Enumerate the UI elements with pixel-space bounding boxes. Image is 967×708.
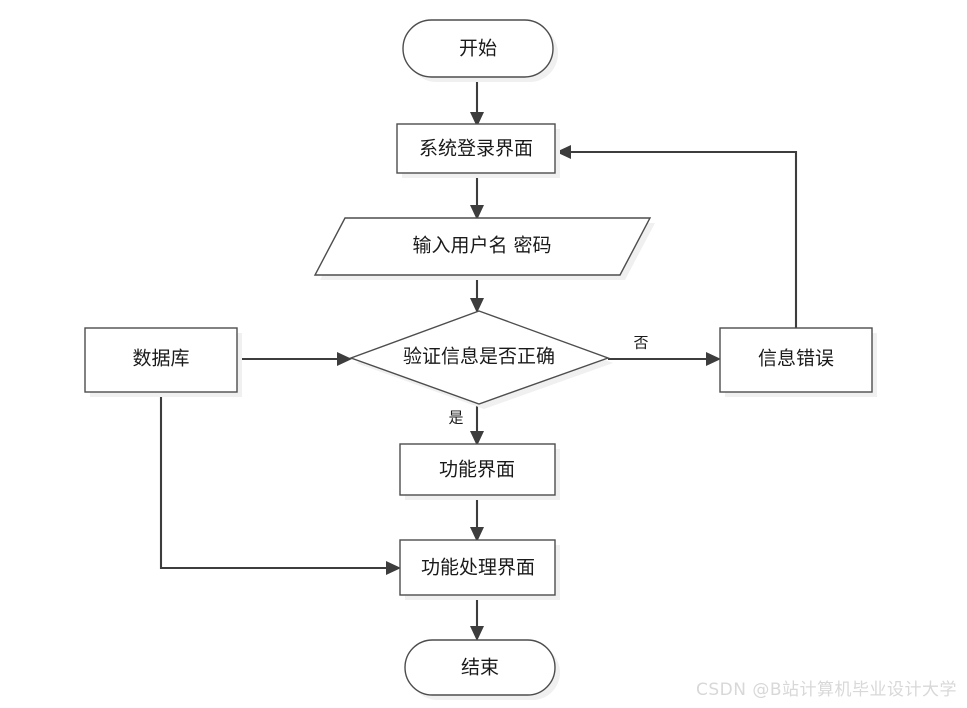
edge-database-to-verify [238, 352, 352, 366]
edge-database-to-process [159, 392, 401, 575]
edge-login-to-input [470, 173, 484, 220]
node-login-screen[interactable]: 系统登录界面 [396, 123, 560, 178]
node-function-screen-label: 功能界面 [439, 459, 515, 481]
node-input-credentials-shape [313, 217, 652, 276]
edge-start-to-login [470, 77, 484, 127]
node-end-label: 结束 [461, 657, 499, 679]
node-function-process-screen-label: 功能处理界面 [421, 557, 535, 579]
edge-label-no: 否 [633, 334, 648, 352]
node-end[interactable]: 结束 [404, 639, 560, 700]
node-login-screen-label: 系统登录界面 [419, 138, 533, 160]
node-function-screen-shape [399, 443, 556, 496]
node-verify-decision-label: 验证信息是否正确 [403, 346, 555, 368]
node-database-label: 数据库 [132, 348, 189, 370]
node-start[interactable]: 开始 [402, 19, 558, 82]
node-info-error-label: 信息错误 [758, 348, 834, 370]
node-database[interactable]: 数据库 [84, 327, 242, 397]
edge-input-to-verify [470, 275, 484, 313]
node-function-process-screen-shape [399, 539, 556, 596]
edge-label-yes: 是 [448, 409, 463, 427]
node-function-process-screen[interactable]: 功能处理界面 [399, 539, 560, 600]
edge-layer: 否 是 [159, 77, 798, 641]
node-start-shape [402, 19, 554, 78]
node-verify-decision[interactable]: 验证信息是否正确 [348, 310, 613, 409]
node-database-shape [84, 327, 238, 393]
node-start-label: 开始 [459, 38, 497, 60]
edge-function-to-process [470, 495, 484, 542]
node-function-screen[interactable]: 功能界面 [399, 443, 560, 500]
node-verify-decision-shape [348, 310, 611, 405]
node-end-shape [404, 639, 556, 696]
node-input-credentials-label: 输入用户名 密码 [412, 235, 551, 257]
edge-verify-no-to-error: 否 [608, 334, 721, 366]
edge-error-to-login-feedback [556, 145, 798, 328]
edge-verify-yes-to-function: 是 [448, 404, 484, 446]
node-info-error-shape [719, 327, 873, 393]
edge-process-to-end [470, 595, 484, 641]
node-input-credentials[interactable]: 输入用户名 密码 [313, 217, 655, 280]
node-info-error[interactable]: 信息错误 [719, 327, 877, 397]
node-login-screen-shape [396, 123, 556, 174]
csdn-watermark: CSDN @B站计算机毕业设计大学 [695, 680, 957, 700]
